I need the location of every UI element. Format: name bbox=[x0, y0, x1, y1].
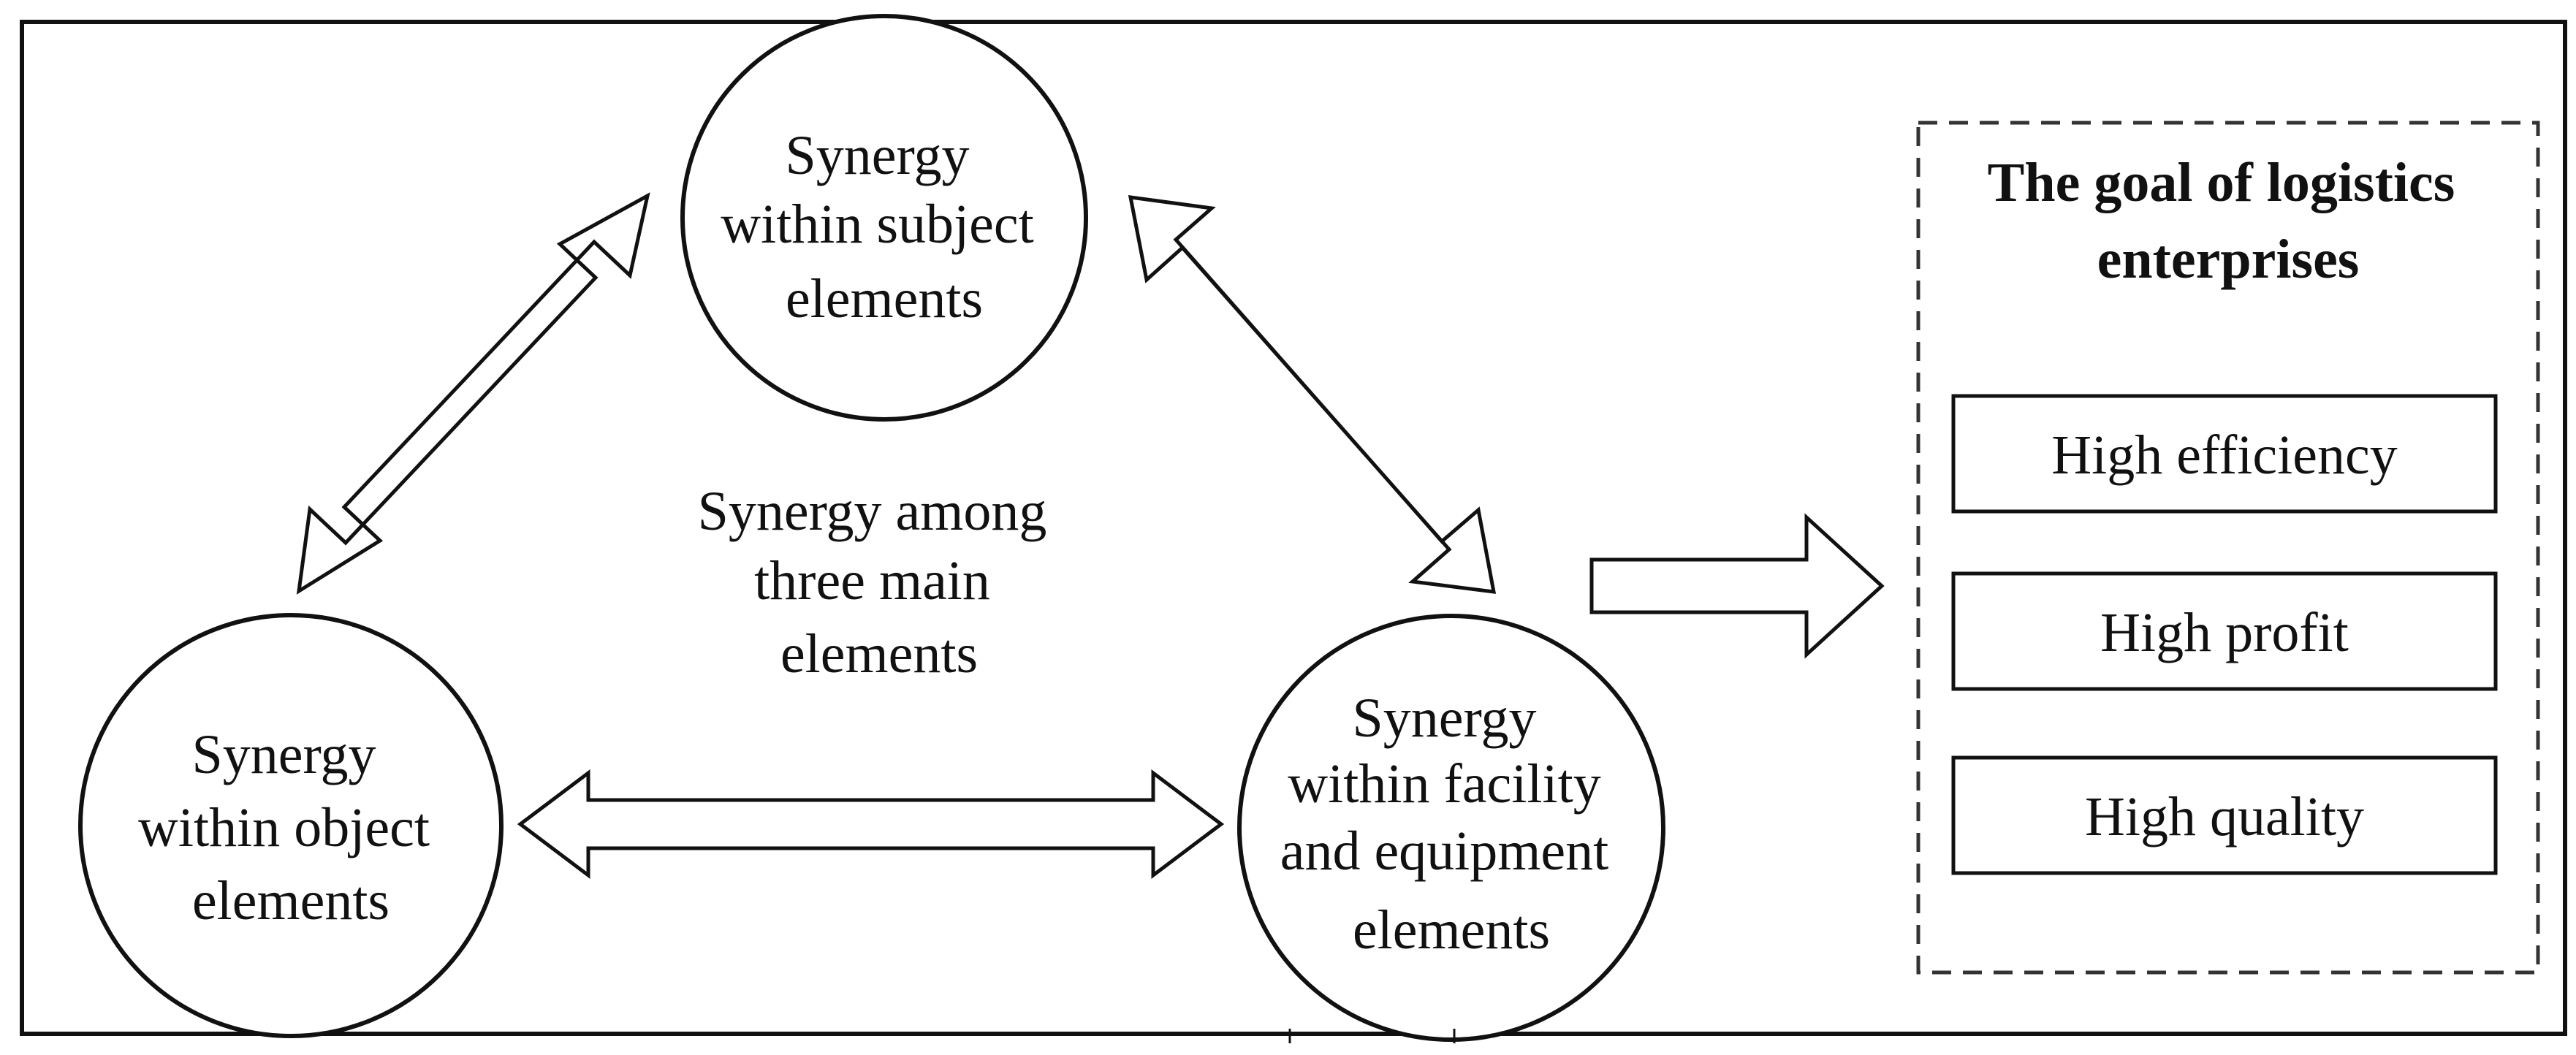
center-label-line-3: elements bbox=[780, 623, 978, 685]
goal-item-efficiency: High efficiency bbox=[2051, 424, 2397, 486]
center-label-line-2: three main bbox=[754, 550, 990, 612]
subject-node-line-1: Synergy bbox=[786, 125, 970, 186]
subject-node-label: Synergy within subject elements bbox=[721, 125, 1048, 330]
goal-panel-title: The goal of logistics enterprises bbox=[1988, 152, 2469, 290]
facility-node-line-2: within facility bbox=[1288, 753, 1600, 815]
subject-node-line-3: elements bbox=[786, 268, 983, 330]
facility-equipment-circle bbox=[1237, 614, 1665, 1042]
goal-title-line-1: The goal of logistics bbox=[1988, 152, 2455, 213]
subject-node-line-2: within subject bbox=[721, 194, 1034, 255]
double-arrow-subject-object bbox=[296, 192, 650, 595]
goal-panel bbox=[1916, 121, 2540, 975]
subject-elements-circle bbox=[680, 14, 1088, 422]
outer-frame bbox=[20, 20, 2567, 1036]
object-elements-circle bbox=[78, 613, 504, 1038]
right-arrow-to-goal bbox=[1589, 513, 1885, 659]
double-arrow-object-facility bbox=[517, 769, 1225, 880]
object-node-label: Synergy within object elements bbox=[138, 724, 444, 932]
goal-item-box-quality bbox=[1951, 755, 2498, 875]
goal-item-profit: High profit bbox=[2100, 602, 2349, 663]
center-label: Synergy among three main elements bbox=[698, 481, 1061, 685]
facility-node-line-1: Synergy bbox=[1353, 688, 1537, 749]
center-label-line-1: Synergy among bbox=[698, 481, 1047, 542]
goal-item-box-efficiency bbox=[1951, 394, 2498, 514]
facility-node-line-4: elements bbox=[1353, 899, 1550, 961]
object-node-line-1: Synergy bbox=[192, 724, 376, 785]
object-node-line-2: within object bbox=[138, 797, 430, 858]
object-node-line-3: elements bbox=[192, 870, 390, 932]
facility-node-label: Synergy within facility and equipment el… bbox=[1280, 688, 1623, 961]
goal-item-quality: High quality bbox=[2085, 786, 2364, 848]
facility-node-line-3: and equipment bbox=[1280, 820, 1609, 882]
goal-title-line-2: enterprises bbox=[2097, 229, 2360, 290]
double-arrow-subject-facility bbox=[1128, 195, 1497, 594]
goal-item-box-profit bbox=[1951, 571, 2498, 691]
